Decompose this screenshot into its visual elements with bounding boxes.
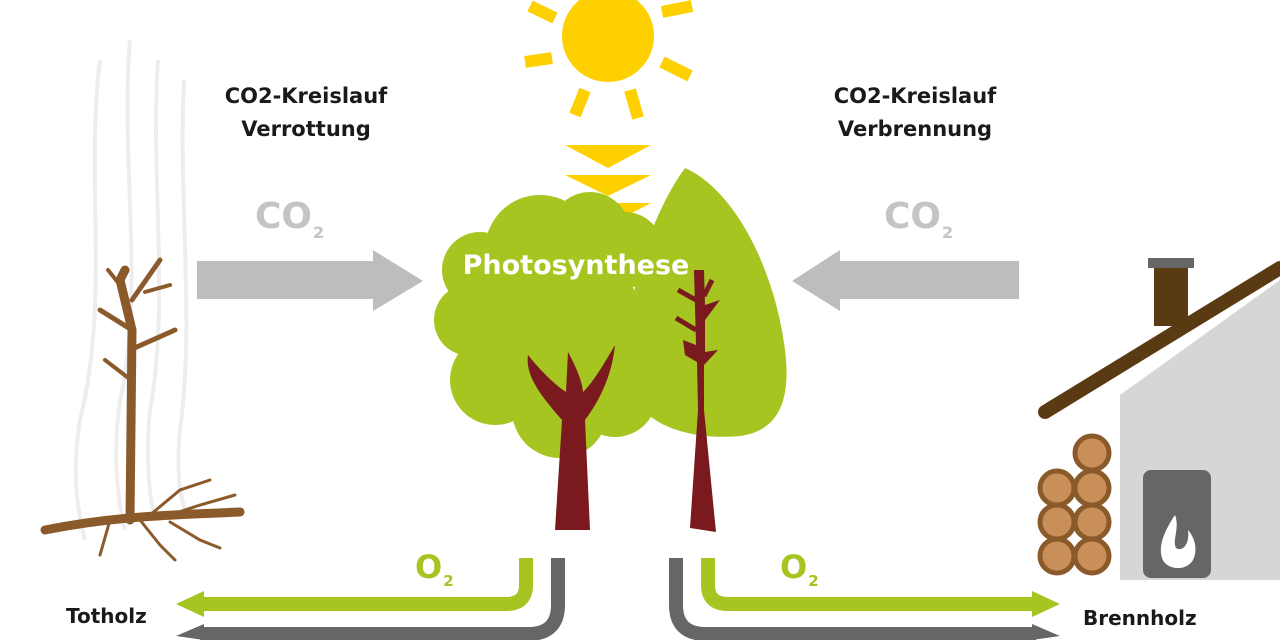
label-brennholz: Brennholz	[1083, 606, 1197, 630]
firewood-stack-icon	[1037, 433, 1112, 576]
o2-label-left: O2	[415, 548, 454, 590]
o2-arrow-left-head	[176, 591, 204, 617]
fire-icon	[1160, 515, 1196, 569]
sun-icon	[524, 0, 694, 120]
title-right-line1: CO2-Kreislauf	[833, 84, 997, 108]
co2-label-left: CO2	[255, 196, 324, 242]
o2-arrow-right-head	[1032, 591, 1060, 617]
deciduous-tree-icon	[434, 192, 675, 530]
photosynthese-label: Photosynthese	[463, 250, 690, 281]
title-right-line2: Verbrennung	[837, 117, 993, 141]
title-right: CO2-Kreislauf Verbrennung	[785, 80, 1045, 146]
o2-label-right: O2	[780, 548, 819, 590]
co2-arrow-right	[792, 250, 1019, 311]
co2-label-right: CO2	[884, 196, 953, 242]
title-left-line1: CO2-Kreislauf	[224, 84, 388, 108]
o2-arrow-right-green	[701, 558, 1036, 611]
co2-arrow-left	[197, 250, 423, 311]
o2-arrow-left-green	[200, 558, 533, 611]
o2-arrow-right-gray-head	[1032, 624, 1060, 640]
o2-arrow-right-gray	[669, 558, 1036, 640]
conifer-tree-icon	[627, 168, 787, 532]
title-left: CO2-Kreislauf Verrottung	[176, 80, 436, 146]
o2-arrow-left-gray-head	[176, 624, 204, 640]
o2-arrow-left-gray	[200, 558, 565, 640]
title-left-line2: Verrottung	[241, 117, 371, 141]
dead-tree-icon	[40, 257, 245, 562]
label-totholz: Totholz	[66, 604, 147, 628]
house-icon	[1038, 258, 1280, 580]
